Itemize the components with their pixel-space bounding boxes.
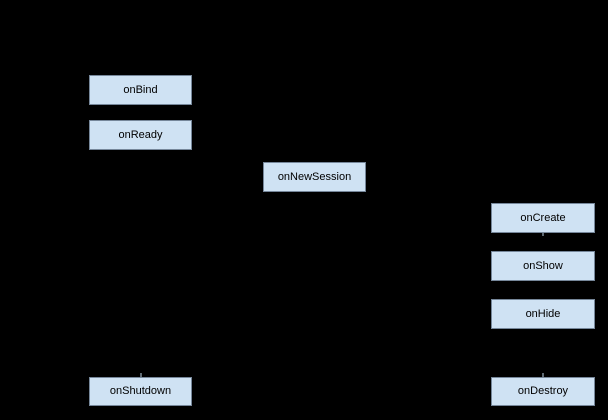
node-onCreate: onCreate [491, 203, 595, 233]
node-label: onShutdown [109, 385, 172, 397]
node-label: onDestroy [517, 385, 569, 397]
node-label: onHide [525, 307, 561, 320]
node-onNewSession: onNewSession [263, 162, 366, 192]
node-label: onBind [123, 83, 158, 96]
node-onDestroy: onDestroy [491, 377, 595, 406]
connector-stub [140, 373, 142, 377]
connector-stub [542, 373, 544, 377]
node-onShow: onShow [491, 251, 595, 281]
node-onBind: onBind [89, 75, 192, 105]
node-label: onNewSession [277, 170, 352, 183]
node-onHide: onHide [491, 299, 595, 329]
connector-stub [542, 233, 544, 236]
node-label: onCreate [520, 211, 566, 224]
node-onReady: onReady [89, 120, 192, 150]
node-label: onShow [523, 259, 563, 272]
node-onShutdown: onShutdown [89, 377, 192, 406]
node-label: onReady [118, 128, 163, 141]
